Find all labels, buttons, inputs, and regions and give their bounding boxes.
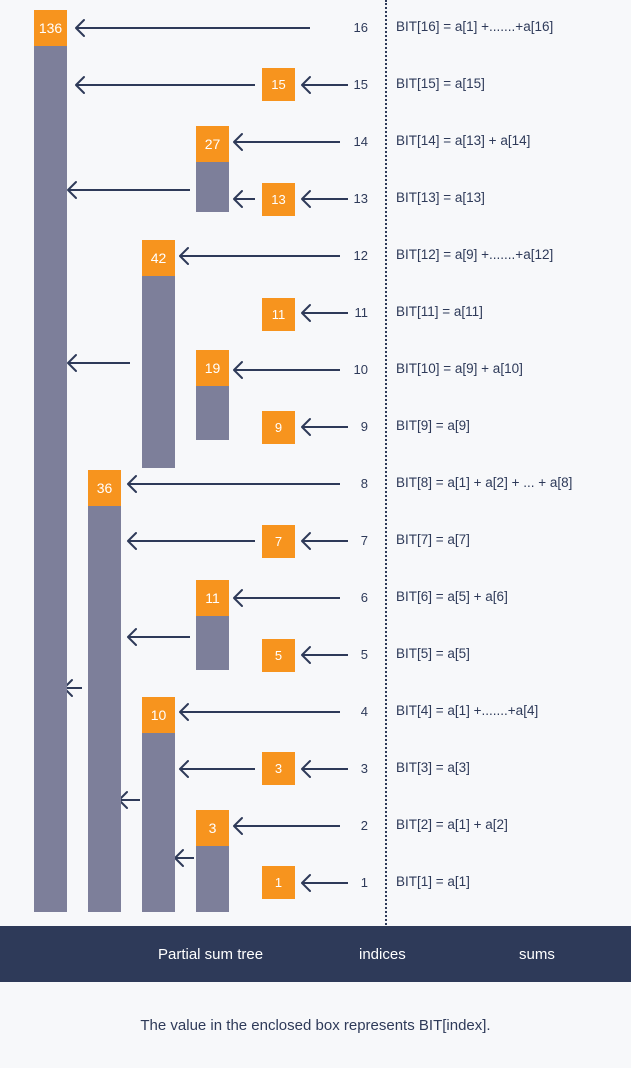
bar-14-value: 27	[196, 126, 229, 162]
chip-13: 13	[262, 183, 295, 216]
sum-formula-12: BIT[12] = a[9] +.......+a[12]	[396, 247, 554, 262]
arrow-4-to-bar4	[179, 703, 340, 721]
bar-8: 36	[88, 470, 121, 912]
bar-4: 10	[142, 697, 175, 912]
sum-formula-6: BIT[6] = a[5] + a[6]	[396, 589, 508, 604]
bar-2: 3	[196, 810, 229, 912]
arrow-6-to-bar8	[127, 628, 190, 646]
arrow-15-to-bar16	[75, 76, 255, 94]
arrow-6-to-bar6	[233, 589, 340, 607]
index-label-16: 16	[353, 20, 368, 35]
index-label-9: 9	[360, 419, 368, 434]
dotted-divider	[385, 0, 387, 925]
bar-16: 136	[34, 10, 67, 912]
arrow-14-to-bar16	[67, 181, 190, 199]
sum-formula-13: BIT[13] = a[13]	[396, 190, 485, 205]
bar-16-value: 136	[34, 10, 67, 46]
footer-label-tree: Partial sum tree	[158, 945, 264, 963]
index-label-4: 4	[360, 704, 368, 719]
bar-2-value: 3	[196, 810, 229, 846]
arrow-12-to-bar16	[67, 354, 130, 372]
index-label-7: 7	[360, 533, 368, 548]
caption-text: The value in the enclosed box represents…	[140, 1017, 491, 1034]
index-label-12: 12	[353, 248, 368, 263]
arrow-16-to-bar16	[75, 19, 310, 37]
index-label-14: 14	[353, 134, 368, 149]
bar-10: 19	[196, 350, 229, 440]
index-label-11: 11	[354, 305, 369, 320]
chip-7: 7	[262, 525, 295, 558]
index-label-5: 5	[360, 647, 368, 662]
index-label-3: 3	[360, 761, 368, 776]
chip-5: 5	[262, 639, 295, 672]
arrow-2-to-bar2	[233, 817, 340, 835]
arrow-12-to-bar12	[179, 247, 340, 265]
sum-formula-11: BIT[11] = a[11]	[396, 304, 483, 319]
chip-3: 3	[262, 752, 295, 785]
sum-formula-15: BIT[15] = a[15]	[396, 76, 485, 91]
bar-12: 42	[142, 240, 175, 468]
chip-9: 9	[262, 411, 295, 444]
index-label-10: 10	[353, 362, 368, 377]
index-label-13: 13	[353, 191, 368, 206]
arrow-8-to-bar8	[127, 475, 340, 493]
index-label-6: 6	[360, 590, 368, 605]
arrow-13-to-bar14	[233, 190, 255, 208]
arrow-2-to-bar4	[174, 849, 194, 867]
arrow-7-to-bar8	[127, 532, 255, 550]
chip-1: 1	[262, 866, 295, 899]
sum-formula-16: BIT[16] = a[1] +.......+a[16]	[396, 19, 554, 34]
sum-formula-5: BIT[5] = a[5]	[396, 646, 470, 661]
sum-formula-10: BIT[10] = a[9] + a[10]	[396, 361, 523, 376]
index-label-15: 15	[353, 77, 368, 92]
sum-formula-8: BIT[8] = a[1] + a[2] + ... + a[8]	[396, 475, 573, 490]
sum-formula-4: BIT[4] = a[1] +.......+a[4]	[396, 703, 539, 718]
chip-15: 15	[262, 68, 295, 101]
footer-label-indices: indices	[359, 945, 406, 963]
sum-formula-7: BIT[7] = a[7]	[396, 532, 470, 547]
footer-legend-bar: Partial sum tree indices sums	[0, 926, 631, 982]
index-label-2: 2	[360, 818, 368, 833]
bar-4-value: 10	[142, 697, 175, 733]
sum-formula-9: BIT[9] = a[9]	[396, 418, 470, 433]
sum-formula-1: BIT[1] = a[1]	[396, 874, 470, 889]
footer-label-sums: sums	[519, 945, 555, 963]
bar-14: 27	[196, 126, 229, 212]
arrow-3-to-bar4	[179, 760, 255, 778]
arrow-14-to-bar14	[233, 133, 340, 151]
index-label-8: 8	[360, 476, 368, 491]
bar-6: 11	[196, 580, 229, 670]
arrow-10-to-bar10	[233, 361, 340, 379]
bar-12-value: 42	[142, 240, 175, 276]
bar-10-value: 19	[196, 350, 229, 386]
index-label-1: 1	[360, 875, 368, 890]
sum-formula-2: BIT[2] = a[1] + a[2]	[396, 817, 508, 832]
chip-11: 11	[262, 298, 295, 331]
bar-8-value: 36	[88, 470, 121, 506]
bar-6-value: 11	[196, 580, 229, 616]
sum-formula-14: BIT[14] = a[13] + a[14]	[396, 133, 531, 148]
arrow-4-to-bar8	[118, 791, 140, 809]
sum-formula-3: BIT[3] = a[3]	[396, 760, 470, 775]
